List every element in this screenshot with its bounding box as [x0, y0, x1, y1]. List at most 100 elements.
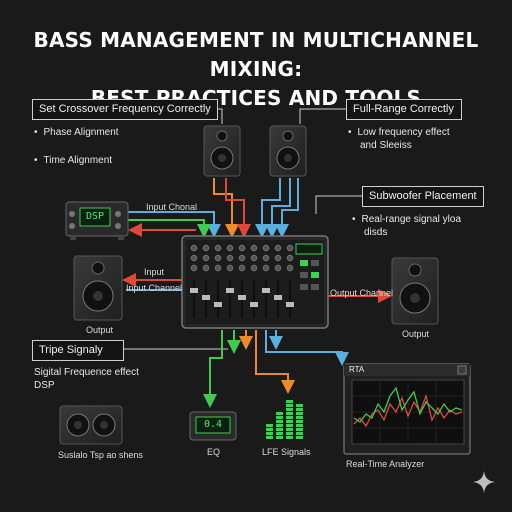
- subwoofer-heading-box: Subwoofer Placement: [362, 186, 484, 207]
- lfe-meter-segment: [266, 432, 273, 435]
- label-lfe-signals: LFE Signals: [262, 447, 311, 457]
- lfe-meter-segment: [266, 428, 273, 431]
- fader-track: [253, 280, 255, 318]
- mixer-button: [300, 272, 308, 278]
- mixer-knob: [250, 254, 258, 262]
- mixer-knob: [214, 264, 222, 272]
- mixer-knob: [202, 254, 210, 262]
- tripe-heading-box: Tripe Signaly: [32, 340, 124, 361]
- fader-cap: [250, 302, 258, 307]
- title-line-1: BASS MANAGEMENT IN MULTICHANNEL MIXING:: [33, 28, 479, 81]
- sparkle-icon: [473, 471, 495, 493]
- lfe-meter-segment: [286, 424, 293, 427]
- lfe-meter-segment: [296, 424, 303, 427]
- fader-track: [217, 280, 219, 318]
- mixer-knob: [286, 264, 294, 272]
- label-bottom-speakers: Suslalo Tsp ao shens: [58, 450, 143, 460]
- mixer-knob: [274, 244, 282, 252]
- mixer-knob: [190, 244, 198, 252]
- fader-track: [289, 280, 291, 318]
- fader-cap: [202, 295, 210, 300]
- fader-cap: [286, 302, 294, 307]
- lfe-meter-segment: [266, 424, 273, 427]
- lfe-meter-segment: [276, 436, 283, 439]
- fullrange-heading: Full-Range Correctly: [353, 103, 454, 115]
- bottom-wires: [203, 330, 349, 408]
- fader-track: [193, 280, 195, 318]
- mixer-knob: [238, 244, 246, 252]
- lfe-meter-segment: [296, 428, 303, 431]
- label-connectors: [124, 108, 362, 350]
- label-input: Input: [144, 267, 165, 277]
- lfe-meter-segment: [286, 412, 293, 415]
- bottom-twin-speakers: [59, 405, 123, 445]
- mixer-knob: [286, 254, 294, 262]
- mixer-knob: [262, 254, 270, 262]
- speaker-front-right: [269, 125, 307, 177]
- mixer-button: [311, 272, 319, 278]
- mixer-knob: [202, 264, 210, 272]
- lfe-meter-segment: [296, 436, 303, 439]
- lfe-meter-segment: [276, 420, 283, 423]
- tripe-desc-2: DSP: [34, 380, 55, 391]
- speaker-front-left: [203, 125, 241, 177]
- mixer-knob: [190, 264, 198, 272]
- fullrange-desc: Low frequency effect: [348, 127, 450, 138]
- lfe-meter-segment: [296, 404, 303, 407]
- tripe-desc-1: Sigital Frequence effect: [34, 367, 139, 378]
- fader-cap: [262, 288, 270, 293]
- lfe-meter-segment: [276, 416, 283, 419]
- eq-display: 0.4: [203, 419, 223, 430]
- fader-cap: [190, 288, 198, 293]
- label-input-chonal: Input Chonal: [146, 202, 198, 212]
- mixer-knob: [274, 264, 282, 272]
- lfe-meter-segment: [276, 432, 283, 435]
- mixer-knob: [262, 244, 270, 252]
- dsp-wires: [128, 211, 221, 238]
- lfe-meter-segment: [286, 404, 293, 407]
- fader-cap: [238, 295, 246, 300]
- lfe-meter-segment: [276, 424, 283, 427]
- lfe-meter-segment: [286, 428, 293, 431]
- subwoofer-heading: Subwoofer Placement: [369, 190, 477, 202]
- mixer-knob: [238, 254, 246, 262]
- mixer-button: [300, 260, 308, 266]
- mixer-knob: [262, 264, 270, 272]
- mixer-button: [311, 260, 319, 266]
- mixer-button: [300, 284, 308, 290]
- lfe-meter-segment: [286, 436, 293, 439]
- label-output-channel: Output Channel: [330, 288, 394, 298]
- fader-cap: [274, 295, 282, 300]
- dsp-unit: [65, 201, 129, 240]
- dsp-display: DSP: [85, 211, 105, 222]
- rta-window: [343, 363, 471, 455]
- lfe-meter-segment: [266, 436, 273, 439]
- fader-cap: [226, 288, 234, 293]
- fader-cap: [214, 302, 222, 307]
- label-input-channel: Input Channel: [126, 283, 183, 293]
- lfe-meter-segment: [286, 400, 293, 403]
- label-output-right: Output: [402, 329, 430, 339]
- subwoofer-desc: Real-range signal yloa: [352, 214, 462, 225]
- lfe-meter-segment: [286, 420, 293, 423]
- crossover-item-time: Time Alignment: [34, 155, 113, 166]
- crossover-heading: Set Crossover Frequency Correctly: [39, 103, 211, 115]
- crossover-heading-box: Set Crossover Frequency Correctly: [32, 99, 218, 120]
- speaker-right: [391, 257, 439, 325]
- lfe-meter-segment: [296, 420, 303, 423]
- label-output-left: Output: [86, 325, 114, 335]
- speaker-left: [73, 255, 123, 321]
- label-rta: Real-Time Analyzer: [346, 459, 425, 469]
- mixer-knob: [250, 264, 258, 272]
- fader-track: [229, 280, 231, 318]
- eq-unit: [189, 411, 237, 441]
- lfe-meter-segment: [296, 432, 303, 435]
- fullrange-desc-2: and Sleeiss: [360, 140, 412, 151]
- top-wires: [213, 178, 299, 238]
- lfe-meter-segment: [286, 432, 293, 435]
- lfe-meter-segment: [286, 416, 293, 419]
- fader-track: [265, 280, 267, 318]
- left-wires: [122, 273, 182, 291]
- mixer-knob: [250, 244, 258, 252]
- crossover-item-phase: Phase Alignment: [34, 127, 119, 138]
